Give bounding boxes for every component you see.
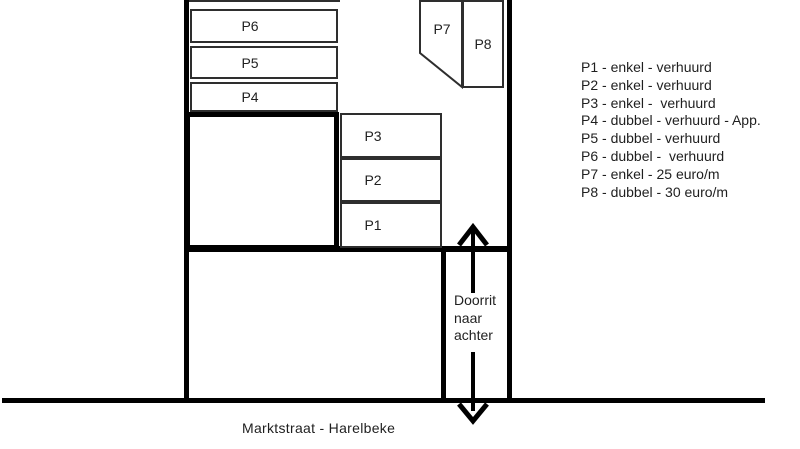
legend: P1 - enkel - verhuurd P2 - enkel - verhu… [581, 59, 761, 201]
spot-p5: P5 [190, 46, 338, 79]
legend-item-p7: P7 - enkel - 25 euro/m [581, 165, 720, 182]
spot-p2: P2 [340, 158, 442, 202]
spot-p8: P8 [462, 0, 504, 88]
legend-item-p5: P5 - dubbel - verhuurd [581, 130, 721, 147]
legend-item-p6: P6 - dubbel - verhuurd [581, 147, 725, 164]
legend-item-p3: P3 - enkel - verhuurd [581, 94, 716, 111]
passage-label-line2: naar [454, 309, 483, 326]
spot-p2-label: P2 [364, 172, 382, 188]
rear-wall [184, 246, 512, 252]
passage-label-line1: Doorrit [454, 292, 497, 308]
legend-item-p8: P8 - dubbel - 30 euro/m [581, 183, 729, 200]
spot-p5-label: P5 [241, 54, 259, 71]
spot-p8-label: P8 [474, 36, 492, 52]
arrow-down-icon [457, 352, 489, 425]
street-label: Marktstraat - Harelbeke [242, 420, 396, 436]
passage-label-line3: achter [454, 327, 493, 343]
arrow-up-icon [457, 222, 489, 293]
garage-building-outline [185, 112, 339, 250]
legend-item-p4: P4 - dubbel - verhuurd - App. [581, 112, 761, 129]
legend-item-p2: P2 - enkel - verhuurd [581, 76, 712, 93]
right-boundary-wall [507, 0, 512, 403]
legend-item-p1: P1 - enkel - verhuurd [581, 59, 712, 75]
spot-p1: P1 [340, 202, 442, 248]
top-edge-line [188, 0, 340, 2]
street-line [2, 398, 765, 403]
spot-p6-label: P6 [241, 18, 259, 34]
passage-left-wall [441, 250, 446, 403]
spot-p1-label: P1 [364, 217, 382, 233]
spot-p6: P6 [190, 9, 338, 43]
spot-p3: P3 [340, 113, 442, 158]
spot-p4: P4 [190, 82, 338, 112]
passage-label: Doorrit naar achter [454, 292, 496, 345]
spot-p7-label: P7 [433, 21, 451, 37]
spot-p3-label: P3 [364, 127, 382, 144]
spot-p4-label: P4 [241, 89, 259, 105]
spot-p7-label-box: P7 [424, 13, 460, 45]
